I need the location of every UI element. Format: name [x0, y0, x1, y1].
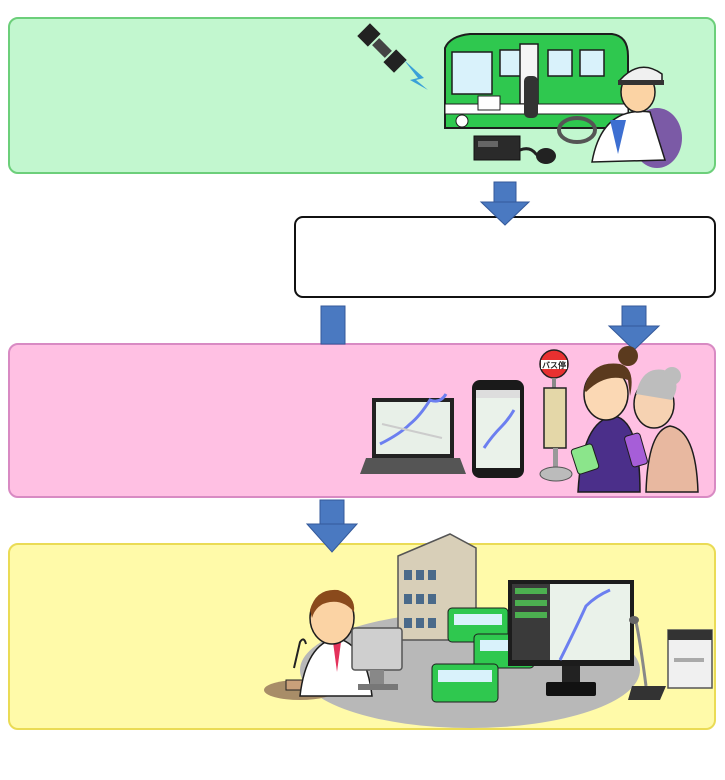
bus-stop-label: バス停	[542, 360, 566, 370]
gps-satellite-icon	[357, 23, 407, 73]
arrow-server-to-user-left	[320, 305, 346, 345]
desk-microphone-icon	[628, 616, 666, 700]
arrow-bus-to-server	[479, 181, 531, 226]
arrow-user-to-office	[305, 499, 359, 553]
operator-illustration	[264, 589, 373, 700]
passengers-illustration	[570, 346, 699, 493]
laptop-map-icon	[360, 393, 466, 474]
operations-monitor-icon	[508, 580, 634, 696]
onboard-terminal-icon	[473, 76, 556, 164]
server-box	[294, 216, 716, 298]
printer-icon	[667, 629, 713, 689]
signal-wave-icon	[404, 60, 428, 90]
bus-stop-sign-icon: バス停	[539, 349, 573, 482]
smartphone-map-icon	[472, 380, 524, 478]
bus-driver-illustration	[557, 66, 682, 168]
arrow-server-to-user-right	[607, 305, 661, 351]
desktop-monitor-icon	[351, 627, 403, 690]
